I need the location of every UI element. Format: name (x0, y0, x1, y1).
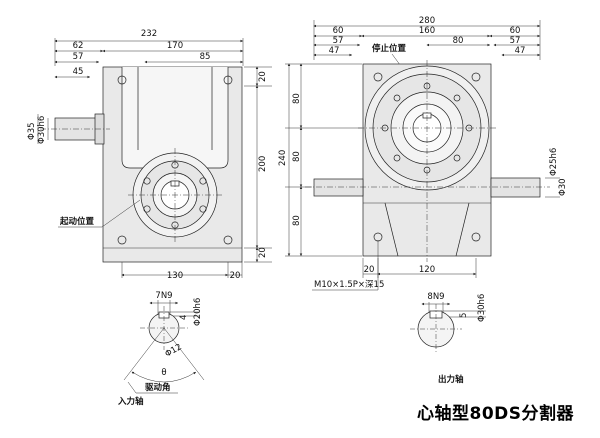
left-right-dimensions: 20 200 20 (244, 66, 272, 263)
start-position-label: 起动位置 (59, 216, 95, 227)
dim-57-right: 57 (510, 36, 521, 46)
dim-phi30-right: Φ30 (558, 178, 568, 196)
left-bottom-dimensions: 130 20 (121, 262, 243, 281)
dim-232: 232 (141, 29, 157, 39)
start-position-callout: 起动位置 (58, 199, 141, 228)
output-key-depth: 5 (459, 313, 469, 318)
output-shaft-section: 8N9 5 Φ30h6 出力轴 (410, 292, 487, 385)
dim-phi35: Φ35 (27, 122, 37, 140)
left-input-shaft (40, 113, 110, 145)
theta-label: θ (161, 368, 166, 378)
input-shaft-label: 入力轴 (117, 396, 144, 407)
input-angle-diameter: Φ12 (164, 342, 184, 359)
drive-angle-label: 驱动角 (145, 382, 171, 393)
dim-200: 200 (258, 156, 268, 172)
dim-bottom-20: 20 (258, 247, 268, 258)
stop-position-label: 停止位置 (372, 43, 407, 54)
tapped-hole-callout: M10×1.5P×深15 (312, 240, 384, 291)
dim-47-right: 47 (515, 46, 526, 56)
dim-62: 62 (73, 41, 84, 51)
dim-bottom-right-20: 20 (230, 271, 241, 281)
input-shaft-section: 7N9 4 Φ20h6 θ Φ12 驱动角 入力轴 (117, 291, 205, 407)
right-shafts (305, 177, 550, 198)
dim-57: 57 (73, 52, 84, 62)
dim-80-top: 80 (292, 93, 302, 104)
left-output-flange (128, 148, 222, 242)
right-view: 280 60 160 60 57 57 80 47 47 停止位置 (278, 16, 568, 291)
dim-85: 85 (200, 52, 211, 62)
left-view: 232 62 170 57 85 45 Φ35 (27, 29, 272, 281)
output-shaft-diameter: Φ30h6 (477, 294, 487, 322)
right-bottom-dimensions: 20 120 (362, 258, 477, 278)
dim-45: 45 (73, 67, 84, 77)
dim-120: 120 (419, 265, 435, 275)
dim-170: 170 (167, 41, 183, 51)
dim-280: 280 (419, 16, 435, 26)
dim-80-mid: 80 (292, 151, 302, 162)
dim-60-right: 60 (510, 26, 521, 36)
dim-130: 130 (167, 271, 183, 281)
drawing-title: 心轴型80DS分割器 (416, 404, 574, 424)
dim-240: 240 (278, 150, 288, 166)
dim-right-bottom-20: 20 (364, 265, 375, 275)
dim-47-left: 47 (329, 46, 340, 56)
right-output-disc (358, 60, 496, 262)
input-key-width: 7N9 (155, 291, 172, 301)
tapped-hole-label: M10×1.5P×深15 (314, 280, 384, 290)
dim-80-center: 80 (453, 36, 464, 46)
output-key-width: 8N9 (427, 292, 444, 302)
dim-57-left: 57 (333, 36, 344, 46)
dim-160: 160 (419, 26, 435, 36)
dim-top-20: 20 (258, 71, 268, 82)
input-key-depth: 4 (179, 315, 189, 320)
right-vertical-dimensions: 240 80 80 80 (278, 63, 362, 257)
dim-phi25h6: Φ25h6 (549, 148, 559, 176)
right-top-dimensions: 280 60 160 60 57 57 80 47 47 (313, 16, 541, 60)
dim-60-left: 60 (333, 26, 344, 36)
dim-80-bottom: 80 (292, 215, 302, 226)
output-shaft-label: 出力轴 (438, 374, 464, 385)
dim-phi30h6: Φ30h6 (37, 116, 47, 144)
left-top-dimensions: 232 62 170 57 85 45 (54, 29, 244, 79)
